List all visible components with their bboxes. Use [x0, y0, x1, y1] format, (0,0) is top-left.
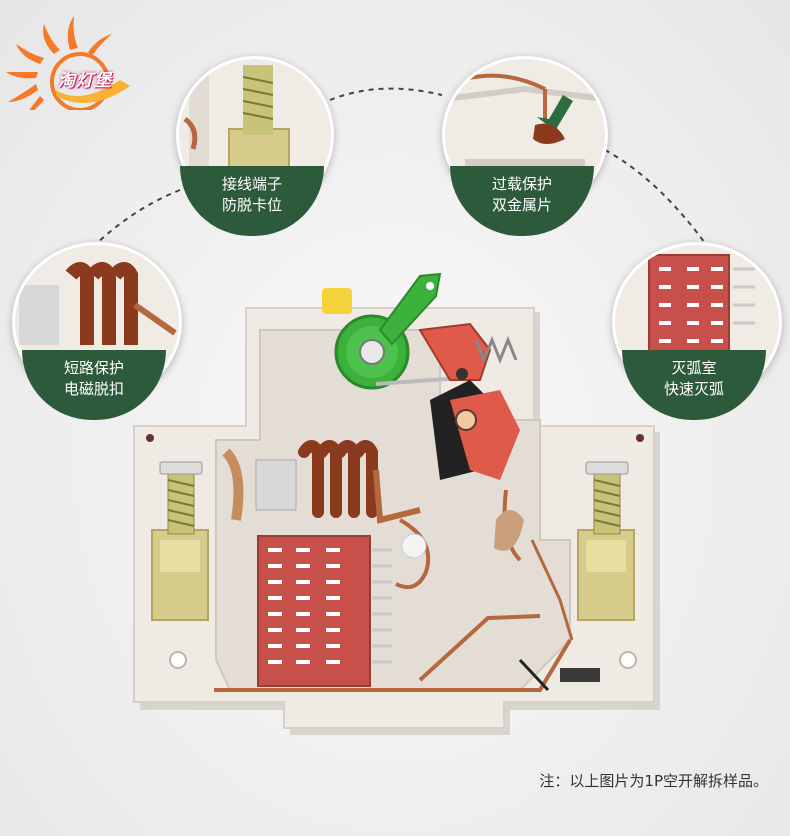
- callout-overload-line-2: 双金属片: [491, 196, 552, 214]
- callout-short-line-1: 短路保护: [63, 359, 124, 377]
- callout-overload-line-1: 过载保护: [491, 175, 552, 193]
- callout-terminal-line-2: 防脱卡位: [221, 196, 282, 214]
- callout-short-line-2: 电磁脱扣: [63, 380, 124, 398]
- footnote: 注：以上图片为1P空开解拆样品。: [539, 772, 768, 790]
- callout-arc-line-2: 快速灭弧: [663, 380, 724, 398]
- callout-arc-line-1: 灭弧室: [671, 359, 717, 377]
- brand-name: 淘灯堡: [58, 71, 112, 91]
- callout-terminal-line-1: 接线端子: [221, 175, 282, 193]
